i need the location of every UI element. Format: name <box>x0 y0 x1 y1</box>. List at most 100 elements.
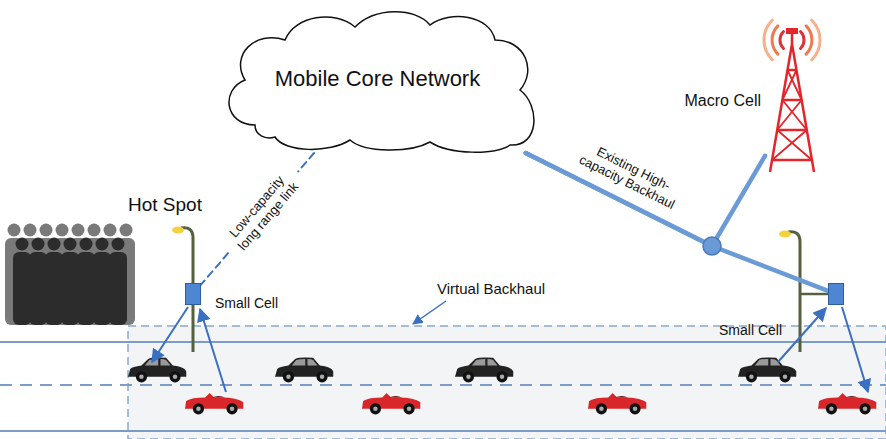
lamp-head <box>172 227 184 234</box>
tower-bar <box>777 129 807 132</box>
wheel-hub <box>230 407 234 411</box>
wireless-link <box>201 153 314 285</box>
black-car <box>275 357 333 382</box>
macro-tower <box>770 28 814 172</box>
person-silhouette <box>109 238 127 326</box>
road-line <box>0 430 886 432</box>
lamp-arm <box>800 293 828 296</box>
hotspot-label: Hot Spot <box>128 194 202 216</box>
red-car <box>362 393 420 414</box>
access-arrow <box>842 307 868 392</box>
region-label: Virtual Backhaul <box>437 280 545 297</box>
node-label: Small Cell <box>215 295 278 311</box>
lamp-pole <box>788 232 800 352</box>
car-window <box>292 359 318 366</box>
car-seat <box>389 396 402 398</box>
car-wheel <box>193 403 204 414</box>
node-label: Small Cell <box>719 322 782 338</box>
person-silhouette <box>61 238 79 326</box>
road-line <box>0 341 886 343</box>
small-cell: Small Cell <box>828 283 844 305</box>
access-arrow <box>200 309 226 392</box>
wheel-hub <box>139 375 143 379</box>
red-car <box>185 393 243 414</box>
car-wheel <box>496 371 507 382</box>
tower-bar <box>782 99 801 102</box>
car-wheel <box>596 403 607 414</box>
car-wheel <box>779 371 790 382</box>
wave <box>772 26 812 54</box>
node-label: Macro Cell <box>685 92 761 110</box>
wheel-hub <box>749 375 753 379</box>
head <box>72 224 85 237</box>
link-label: Low-capacity long range link <box>217 162 310 263</box>
car-window <box>145 359 171 366</box>
macro-cell: Macro Cell <box>765 45 820 173</box>
access-arrow <box>152 307 188 362</box>
car-wheel <box>316 371 327 382</box>
cloud-shape <box>229 12 534 152</box>
car-window <box>472 359 498 366</box>
black-car <box>738 357 796 382</box>
wheel-hub <box>407 407 411 411</box>
person-silhouette <box>77 238 95 326</box>
core-network-cloud: Mobile Core Network <box>215 5 540 153</box>
wheel-hub <box>286 375 290 379</box>
small-cell: Small Cell <box>185 283 201 305</box>
leader-arrow <box>413 301 446 324</box>
wheel-hub <box>863 407 867 411</box>
car-wheel <box>136 371 147 382</box>
car-wheel <box>463 371 474 382</box>
body <box>93 252 111 325</box>
backhaul-link <box>526 153 828 291</box>
wheel-hub <box>466 375 470 379</box>
black-car <box>128 357 186 382</box>
head <box>64 238 77 251</box>
cars <box>128 357 876 414</box>
head <box>32 238 45 251</box>
head <box>112 238 125 251</box>
car-wheel <box>403 403 414 414</box>
person-silhouette <box>13 238 31 326</box>
car-wheel <box>859 403 870 414</box>
car-wheel <box>826 403 837 414</box>
head <box>8 224 21 237</box>
red-car <box>818 393 876 414</box>
access-arrow <box>778 308 826 362</box>
head <box>24 224 37 237</box>
red-car <box>588 393 646 414</box>
lane-divider <box>0 384 886 386</box>
body <box>61 252 79 325</box>
wheel-hub <box>633 407 637 411</box>
wheel-hub <box>373 407 377 411</box>
wheel-hub <box>320 375 324 379</box>
crowd <box>5 224 135 326</box>
car-wheel <box>746 371 757 382</box>
car-window <box>755 359 781 366</box>
wheel-hub <box>599 407 603 411</box>
wheel-hub <box>829 407 833 411</box>
lamp-head <box>779 231 791 238</box>
head <box>48 238 61 251</box>
body <box>29 252 47 325</box>
car-wheel <box>283 371 294 382</box>
small-cell-box <box>185 283 201 305</box>
head <box>120 224 133 237</box>
head <box>80 238 93 251</box>
body <box>45 252 63 325</box>
body <box>109 252 127 325</box>
access-links <box>152 301 868 392</box>
radio-waves <box>764 20 820 60</box>
road <box>0 326 886 439</box>
cloud-label: Mobile Core Network <box>275 66 480 92</box>
tower-legs <box>770 44 814 172</box>
person-silhouette <box>45 238 63 326</box>
car-wheel <box>629 403 640 414</box>
black-car <box>455 357 513 382</box>
head <box>16 238 29 251</box>
head <box>96 238 109 251</box>
head <box>56 224 69 237</box>
wheel-hub <box>196 407 200 411</box>
